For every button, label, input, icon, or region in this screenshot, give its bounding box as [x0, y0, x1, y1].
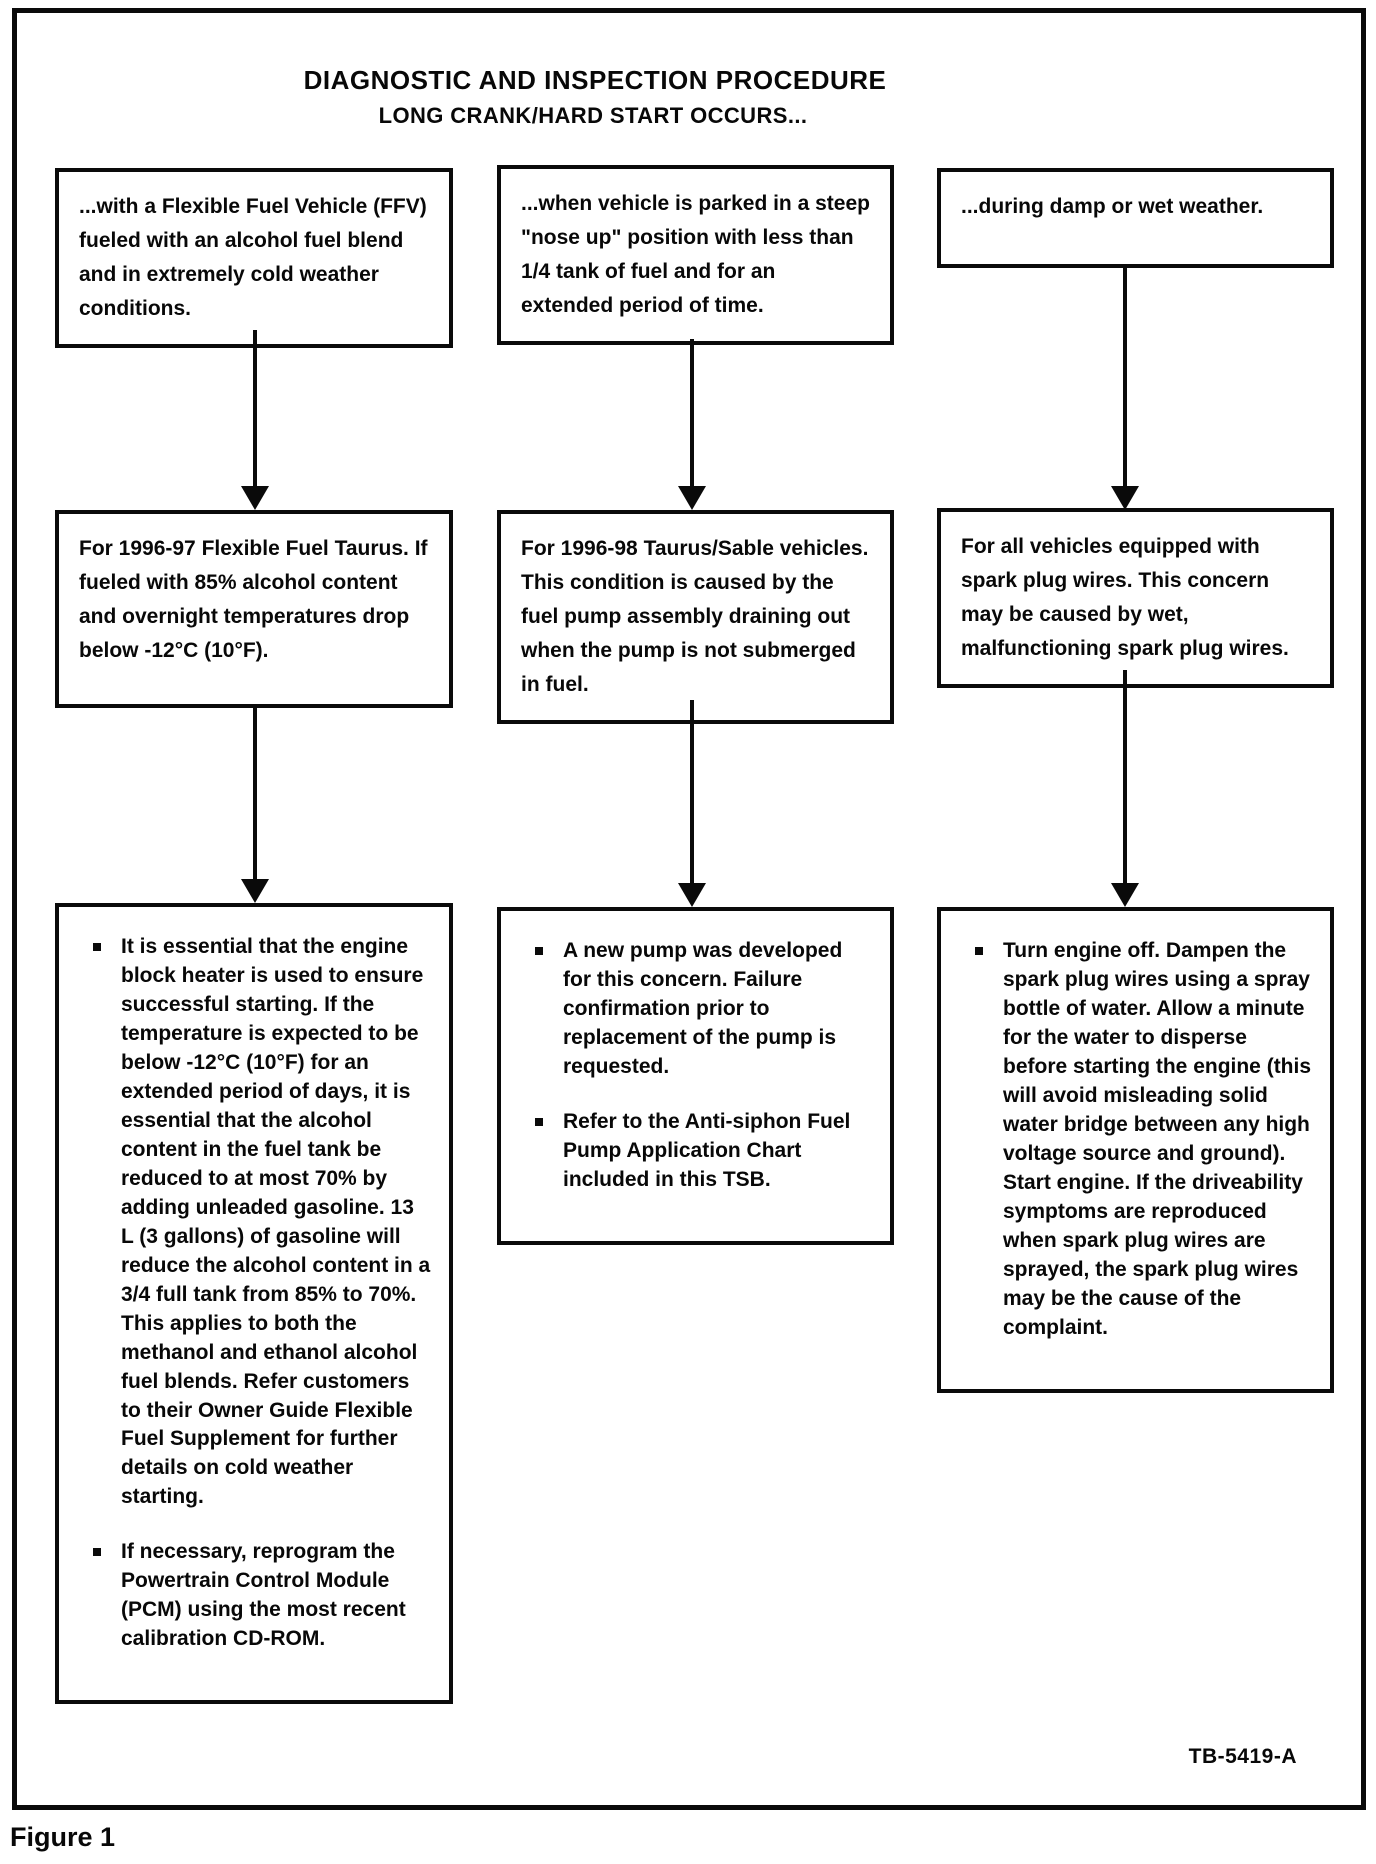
action-list: Turn engine off. Dampen the spark plug w… [957, 937, 1312, 1343]
flow-arrow [1123, 268, 1127, 487]
condition-box-nose-up-parked: ...when vehicle is parked in a steep "no… [497, 165, 894, 346]
action-list: A new pump was developed for this concer… [517, 937, 872, 1195]
action-item: It is essential that the engine block he… [87, 933, 431, 1512]
action-item: If necessary, reprogram the Powertrain C… [87, 1538, 431, 1654]
action-item: Refer to the Anti-siphon Fuel Pump Appli… [529, 1108, 872, 1195]
applicability-box-ffv-cold-weather: For 1996-97 Flexible Fuel Taurus. If fue… [55, 510, 453, 708]
page-subtitle: LONG CRANK/HARD START OCCURS... [378, 103, 808, 128]
figure-caption: Figure 1 [10, 1822, 116, 1852]
action-box-ffv-cold-weather: It is essential that the engine block he… [55, 903, 453, 1705]
flow-arrow [253, 708, 257, 880]
action-box-nose-up-parked: A new pump was developed for this concer… [497, 907, 894, 1245]
action-item: A new pump was developed for this concer… [529, 937, 872, 1082]
flow-arrow [690, 339, 694, 487]
figure-border: DIAGNOSTIC AND INSPECTION PROCEDURE LONG… [12, 8, 1366, 1810]
flow-arrow [1123, 670, 1127, 884]
bulletin-reference: TB-5419-A [1188, 1745, 1297, 1768]
flow-arrow [690, 700, 694, 884]
condition-box-damp-wet-weather: ...during damp or wet weather. [937, 168, 1334, 268]
action-item: Turn engine off. Dampen the spark plug w… [969, 937, 1312, 1343]
condition-box-ffv-cold-weather: ...with a Flexible Fuel Vehicle (FFV) fu… [55, 168, 453, 349]
flow-arrow [253, 330, 257, 487]
action-box-damp-wet-weather: Turn engine off. Dampen the spark plug w… [937, 907, 1334, 1393]
applicability-box-damp-wet-weather: For all vehicles equipped with spark plu… [937, 508, 1334, 689]
applicability-box-nose-up-parked: For 1996-98 Taurus/Sable vehicles. This … [497, 510, 894, 725]
page-title: DIAGNOSTIC AND INSPECTION PROCEDURE [303, 65, 887, 95]
action-list: It is essential that the engine block he… [75, 933, 431, 1654]
